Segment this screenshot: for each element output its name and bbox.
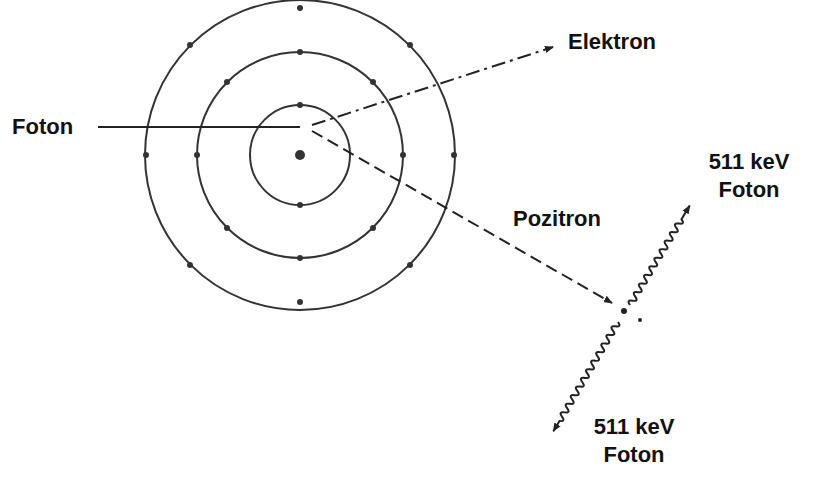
electron-label: Elektron <box>568 28 656 56</box>
incoming-photon-line <box>98 126 300 128</box>
photon-energy-label: 511 keV Foton <box>578 413 690 468</box>
photon-energy-label: 511 keV Foton <box>693 148 805 203</box>
annihilation-point <box>621 308 627 314</box>
positron-label: Pozitron <box>513 205 601 233</box>
photon-label: Foton <box>12 113 73 141</box>
electron-dot <box>638 318 642 322</box>
electron-track <box>312 47 553 125</box>
electrons <box>143 5 457 305</box>
annihilation-photon-up <box>627 204 692 307</box>
positron-track <box>312 131 612 303</box>
electron-shells <box>145 0 455 310</box>
